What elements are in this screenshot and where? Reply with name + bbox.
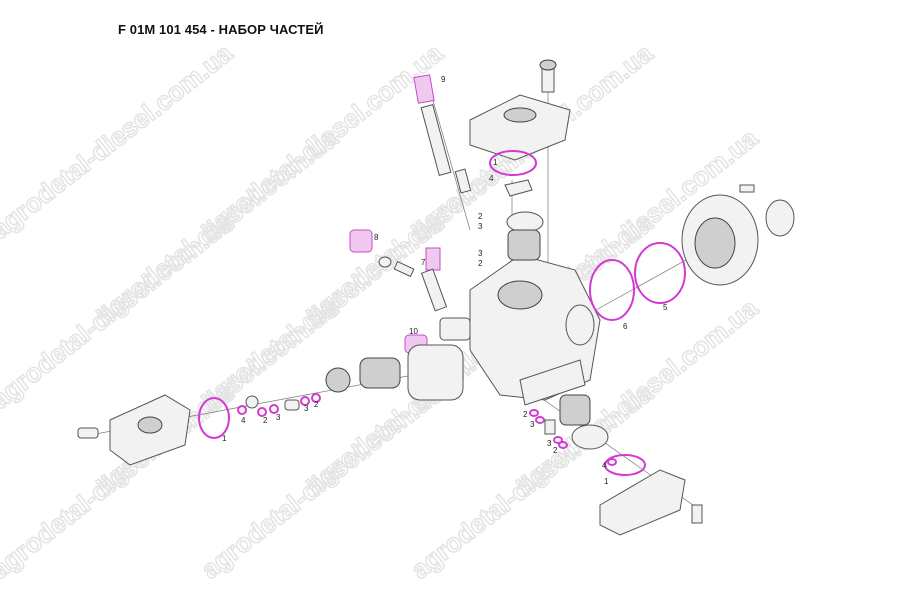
callout-2: 2: [553, 446, 558, 455]
callout-3: 3: [304, 404, 309, 413]
callout-1: 1: [493, 158, 498, 167]
callout-7: 7: [421, 258, 426, 267]
left-cover: [77, 394, 191, 466]
callout-3: 3: [478, 222, 483, 231]
o-ring-5: [634, 242, 686, 304]
callout-2: 2: [263, 416, 268, 425]
diagram-title: F 01M 101 454 - НАБОР ЧАСТЕЙ: [118, 22, 324, 37]
lower-seals: [529, 409, 617, 466]
control-valve: [325, 344, 464, 401]
top-plunger: [504, 179, 544, 261]
watermark-text: agrodetal-diesel.com.ua: [0, 378, 239, 585]
callout-3: 3: [547, 439, 552, 448]
callout-2: 2: [478, 259, 483, 268]
left-seals: [237, 393, 321, 417]
o-ring-top: [489, 150, 537, 176]
lower-cover: [599, 469, 703, 536]
callout-4: 4: [602, 461, 607, 470]
o-ring-6: [589, 259, 635, 321]
callout-2: 2: [314, 400, 319, 409]
callout-10: 10: [409, 327, 418, 336]
callout-4: 4: [241, 416, 246, 425]
callout-3: 3: [478, 249, 483, 258]
part-7-pipe: [420, 247, 448, 312]
watermark-text: agrodetal-diesel.com.ua: [0, 208, 239, 415]
callout-3: 3: [530, 420, 535, 429]
o-ring-left: [198, 397, 230, 439]
callout-6: 6: [623, 322, 628, 331]
callout-4: 4: [489, 174, 494, 183]
callout-1: 1: [604, 477, 609, 486]
watermark-text: agrodetal-diesel.com.ua: [405, 378, 658, 585]
callout-5: 5: [663, 303, 668, 312]
callout-8: 8: [374, 233, 379, 242]
pump-housing: [469, 254, 601, 406]
callout-9: 9: [441, 75, 446, 84]
callout-2: 2: [478, 212, 483, 221]
assembly-axes: [89, 70, 741, 511]
part-8-fitting: [349, 229, 415, 278]
lower-plunger: [544, 394, 609, 450]
watermark-text: agrodetal-diesel.com.ua: [0, 38, 239, 245]
top-cover: [469, 59, 571, 161]
callout-1: 1: [222, 434, 227, 443]
drive-flange: [681, 184, 795, 286]
callout-2: 2: [523, 410, 528, 419]
pipe-part-9: [413, 74, 472, 194]
o-ring-lower: [604, 454, 646, 476]
callout-3: 3: [276, 413, 281, 422]
